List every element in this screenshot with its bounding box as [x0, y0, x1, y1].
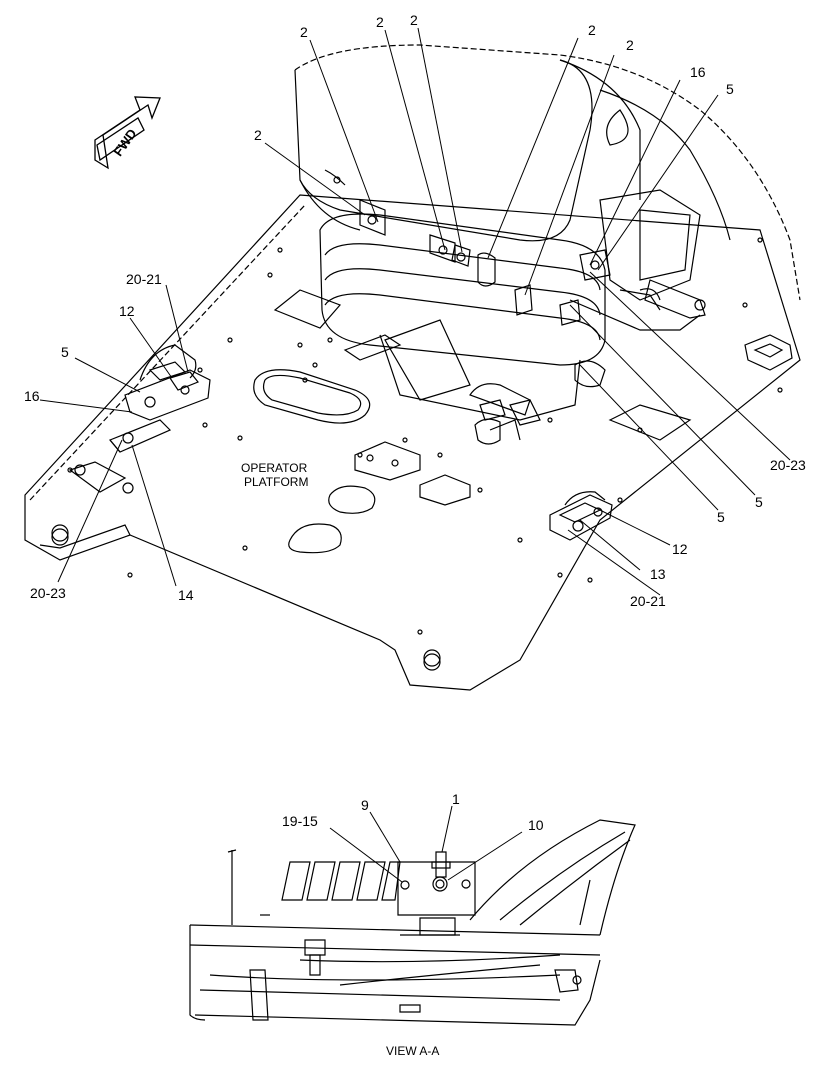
- callout-5: 5: [61, 344, 69, 360]
- callout-5: 5: [726, 81, 734, 97]
- callouts-top: 2 2 2 2 2 2 16 5 20-21 12 5 16 20-23 14 …: [24, 12, 806, 609]
- view-label: VIEW A-A: [386, 1044, 439, 1058]
- platform-label-line1: OPERATOR: [241, 461, 308, 475]
- callout-20-23: 20-23: [770, 457, 806, 473]
- forward-arrow-icon: FWD: [94, 96, 161, 170]
- seat-assembly-drawing: [294, 44, 801, 445]
- callout-2: 2: [410, 12, 418, 28]
- callout-12: 12: [672, 541, 688, 557]
- view-a-a-drawing: [189, 819, 636, 1026]
- callout-13: 13: [650, 566, 666, 582]
- callout-16: 16: [24, 388, 40, 404]
- callout-12: 12: [119, 303, 135, 319]
- callout-5: 5: [755, 494, 763, 510]
- callout-2: 2: [376, 14, 384, 30]
- leader-lines: [39, 27, 791, 596]
- callout-9: 9: [361, 797, 369, 813]
- callout-20-21: 20-21: [126, 271, 162, 287]
- callout-16: 16: [690, 64, 706, 80]
- callout-19-15: 19-15: [282, 813, 318, 829]
- callout-2: 2: [588, 22, 596, 38]
- callout-1: 1: [452, 791, 460, 807]
- callout-5: 5: [717, 509, 725, 525]
- leader-lines-view: [329, 805, 523, 883]
- callout-20-23: 20-23: [30, 585, 66, 601]
- platform-label-line2: PLATFORM: [244, 475, 308, 489]
- callout-2: 2: [254, 127, 262, 143]
- fwd-label: FWD: [110, 126, 139, 159]
- callout-20-21: 20-21: [630, 593, 666, 609]
- callout-2: 2: [300, 24, 308, 40]
- callout-2: 2: [626, 37, 634, 53]
- operator-platform-drawing: [24, 194, 801, 691]
- callout-14: 14: [178, 587, 194, 603]
- right-switch-drawing: [549, 491, 613, 541]
- callout-10: 10: [528, 817, 544, 833]
- callouts-view: 1 9 19-15 10: [282, 791, 544, 833]
